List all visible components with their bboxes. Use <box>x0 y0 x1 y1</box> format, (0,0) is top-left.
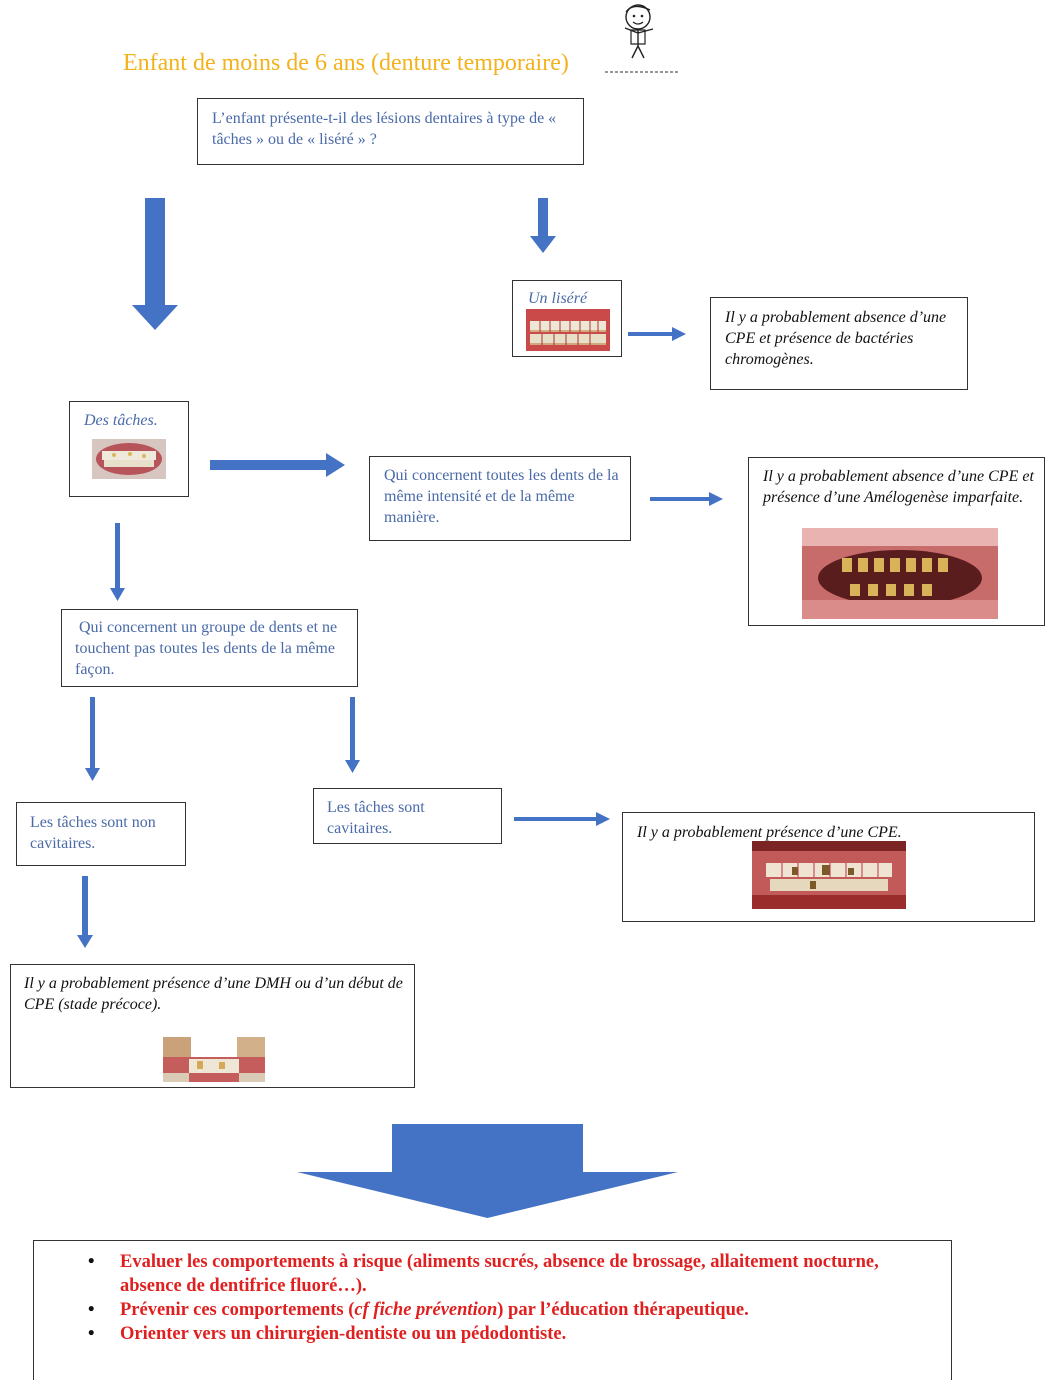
non-cavitaires-text: Les tâches sont non cavitaires. <box>30 814 156 852</box>
group-teeth-box: Qui concernent un groupe de dents et ne … <box>61 609 358 687</box>
right-arrow-lisere-result <box>628 327 686 341</box>
teeth-photo-lisere <box>526 309 610 351</box>
cavitaires-text: Les tâches sont cavitaires. <box>327 799 425 837</box>
dmh-result-text: Il y a probablement présence d’une DMH o… <box>24 975 403 1013</box>
teeth-photo-taches <box>92 439 166 479</box>
question-box: L’enfant présente-t-il des lésions denta… <box>197 98 584 165</box>
lisere-result-text: Il y a probablement absence d’une CPE et… <box>725 309 947 368</box>
actions-list: Evaluer les comportements à risque (alim… <box>40 1250 940 1346</box>
teeth-photo-dmh <box>163 1037 265 1082</box>
action-orient: Orienter vers un chirurgien-dentiste ou … <box>40 1322 940 1346</box>
action-prevent-end: ) par l’éducation thérapeutique. <box>497 1300 749 1320</box>
teeth-photo-amelogenese <box>802 528 998 619</box>
big-bottom-arrow <box>297 1124 678 1218</box>
down-arrow-group-noncav <box>85 697 100 781</box>
group-teeth-text: Qui concernent un groupe de dents et ne … <box>75 619 338 678</box>
dmh-result-box: Il y a probablement présence d’une DMH o… <box>10 964 415 1088</box>
non-cavitaires-box: Les tâches sont non cavitaires. <box>16 802 186 866</box>
right-arrow-taches-all <box>210 453 345 477</box>
down-arrow-taches-group <box>110 523 125 601</box>
teeth-photo-cpe <box>752 841 906 909</box>
cpe-result-box: Il y a probablement présence d’une CPE. <box>622 812 1035 922</box>
all-teeth-box: Qui concernent toutes les dents de la mê… <box>369 456 631 541</box>
amelogenese-result-text: Il y a probablement absence d’une CPE et… <box>763 468 1034 506</box>
diagram-title: Enfant de moins de 6 ans (denture tempor… <box>123 50 569 76</box>
lisere-result-box: Il y a probablement absence d’une CPE et… <box>710 297 968 390</box>
all-teeth-text: Qui concernent toutes les dents de la mê… <box>384 467 619 526</box>
question-text: L’enfant présente-t-il des lésions denta… <box>212 110 557 148</box>
amelogenese-result-box: Il y a probablement absence d’une CPE et… <box>748 457 1045 626</box>
action-evaluate: Evaluer les comportements à risque (alim… <box>40 1250 940 1298</box>
taches-label: Des tâches. <box>84 412 158 429</box>
down-arrow-group-cav <box>345 697 360 773</box>
lisere-box: Un liséré <box>512 280 622 357</box>
down-arrow-noncav-result <box>77 876 93 948</box>
down-arrow-to-lisere <box>530 198 556 253</box>
fiche-prevention-ref: cf fiche prévention <box>354 1300 498 1320</box>
big-down-arrow-left <box>132 198 178 330</box>
child-doodle-icon <box>605 4 679 73</box>
cpe-result-text: Il y a probablement présence d’une CPE. <box>637 824 902 841</box>
action-prevent: Prévenir ces comportements (cf fiche pré… <box>40 1298 940 1322</box>
cavitaires-box: Les tâches sont cavitaires. <box>313 788 502 844</box>
right-arrow-all-result <box>650 492 723 506</box>
action-prevent-start: Prévenir ces comportements ( <box>120 1300 355 1320</box>
taches-box: Des tâches. <box>69 401 189 497</box>
right-arrow-cav-result <box>514 812 610 826</box>
lisere-label: Un liséré <box>528 290 588 307</box>
